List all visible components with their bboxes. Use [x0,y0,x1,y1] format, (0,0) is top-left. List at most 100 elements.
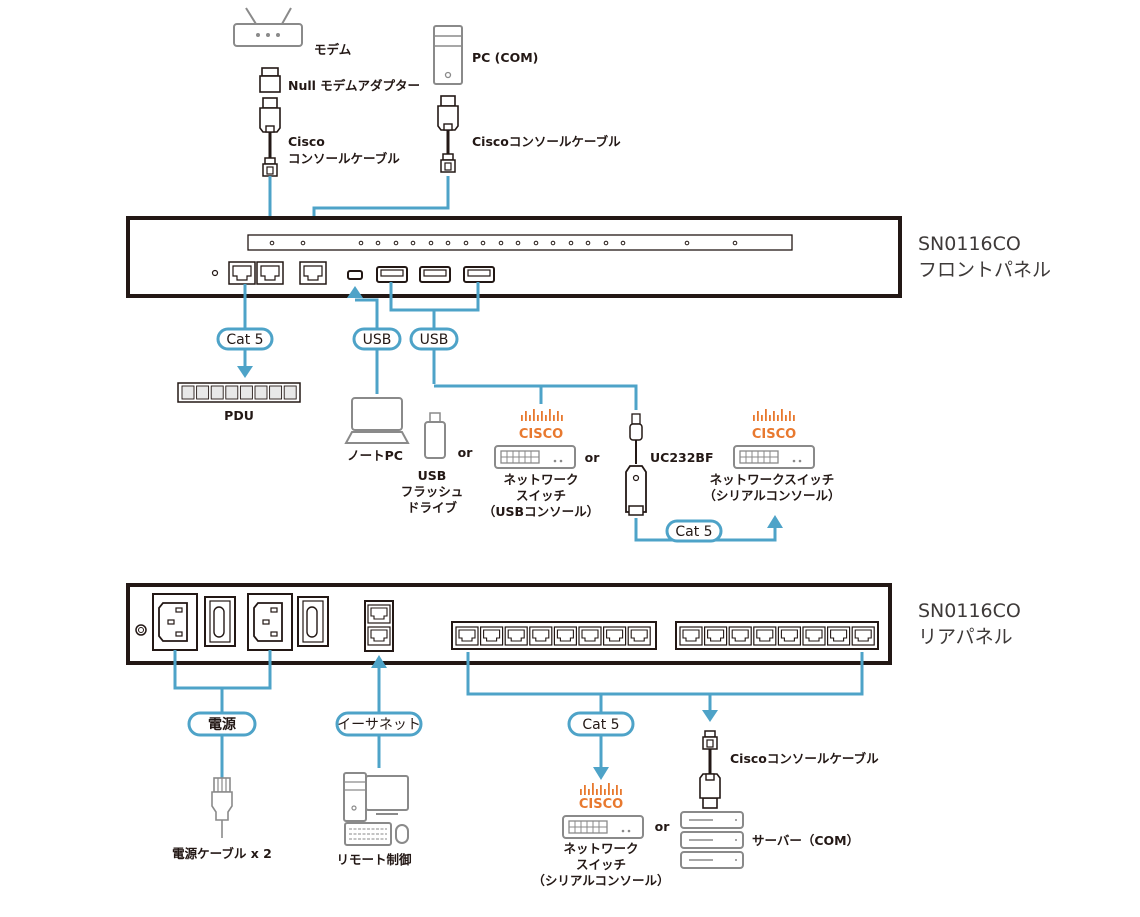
modem-label: モデム [314,42,352,57]
front-panel-name: フロントパネル [918,259,1051,281]
arrow-down-icon [237,366,253,378]
server-device: サーバー（COM） [680,811,859,869]
arrow-up-icon [371,655,387,668]
switch-usb-label-2: スイッチ [516,488,566,503]
led-icon [393,240,399,246]
usb-pill-2 [409,327,459,351]
cat5-pill [216,327,274,351]
cat5-label: Cat 5 [226,332,263,348]
led-icon [515,240,521,246]
serial-port-icon [802,626,826,646]
usb-label-1: USB [363,332,392,348]
serial-port-icon [826,626,851,646]
power-inlet-1 [152,593,198,651]
cisco-logo-icon [753,409,795,421]
pdu-label: PDU [224,408,254,423]
serial-port-icon [851,626,875,646]
led-icon [585,240,591,246]
pdu-outlet-icon [210,385,224,400]
led-icon [445,240,451,246]
cisco-cable-right: Ciscoコンソールケーブル [437,95,621,173]
led-icon [684,240,690,246]
led-icon [463,240,469,246]
serial-port-icon [480,626,504,646]
power-inlet-2 [247,593,293,651]
power-switch-2 [297,596,329,647]
cisco-logo-icon [580,783,622,795]
or-label-1: or [458,445,474,460]
rj45-plug-icon [702,730,718,750]
cable-usb-branches [434,384,638,410]
usb-label-2: USB [420,332,449,348]
pc-tower-icon [433,25,463,85]
led-icon [480,240,486,246]
power-label: 電源 [208,716,236,733]
usb-pill-1 [352,327,402,351]
power-cable-device: 電源ケーブル x 2 [172,777,272,861]
led-icon [428,240,434,246]
null-modem-adapter-label: Null モデムアダプター [288,78,420,93]
rear-cat5-pill [567,711,635,737]
serial-port-icon [728,626,752,646]
led-icon [568,240,574,246]
front-panel-model: SN0116CO [918,233,1021,255]
lan-ports [364,600,394,652]
pdu-outlet-icon [181,385,195,400]
pc-com-device: PC (COM) [433,25,538,85]
cisco-cable-right-label: Ciscoコンソールケーブル [472,134,621,149]
db9-connector-icon [437,95,459,131]
rear-cisco-logo: CISCO [579,797,623,812]
switch-usb-label-3: （USBコンソール） [483,504,599,519]
serial-port-bank-1 [451,621,657,650]
led-icon [300,240,306,246]
rear-network-switch: CISCO ネットワーク スイッチ （シリアルコンソール） [532,783,670,888]
serial-port-icon [627,626,651,646]
serial-port-icon [529,626,553,646]
db9-connector-icon [699,773,721,809]
arrow-down-icon [593,767,609,780]
network-switch-icon [494,445,576,469]
rear-cat5-label: Cat 5 [582,717,619,733]
monitor-icon [365,775,409,811]
mini-usb-port [347,270,363,280]
notebook-pc-device: ノートPC [344,397,410,463]
usb-flash-label-2: フラッシュ [401,484,464,499]
rear-panel: SN0116CO リアパネル [126,583,1021,665]
notebook-pc-label: ノートPC [347,448,403,463]
led-icon [269,240,275,246]
ethernet-label: イーサネット [337,717,421,733]
serial-port-icon [777,626,802,646]
led-icon [498,240,504,246]
usb-flash-drive: USB フラッシュ ドライブ [401,412,464,515]
serial-port-icon [578,626,602,646]
switch-serial-label-1: ネットワークスイッチ [710,472,835,487]
pc-com-label: PC (COM) [472,50,538,65]
usb-flash-label-3: ドライブ [407,500,458,515]
modem-device: モデム [233,7,352,57]
power-cable-label: 電源ケーブル x 2 [172,846,272,861]
db9-connector-icon [259,97,281,133]
reset-button [211,269,219,277]
led-icon [375,240,381,246]
remote-control-label: リモート制御 [336,852,412,867]
power-pill [187,711,257,737]
adapter-cat5-label: Cat 5 [675,524,712,540]
rear-switch-label-2: スイッチ [576,857,626,872]
serial-port-icon [753,626,777,646]
pdu-outlet-icon [254,385,268,400]
cisco-logo-2: CISCO [752,427,796,442]
network-switch-serial: CISCO ネットワークスイッチ （シリアルコンソール） [703,409,841,503]
pdu-outlet-icon [269,385,283,400]
led-indicators [269,240,738,246]
led-icon [732,240,738,246]
serial-port-icon [679,626,703,646]
rear-switch-label-1: ネットワーク [563,841,638,856]
led-icon [410,240,416,246]
adapter-body-icon [625,465,647,513]
power-switch-1 [204,596,236,647]
cisco-cable-left-label-2: コンソールケーブル [288,151,400,166]
serial-port-bank-2 [675,621,879,650]
led-icon [603,240,609,246]
serial-port-icon [504,626,528,646]
